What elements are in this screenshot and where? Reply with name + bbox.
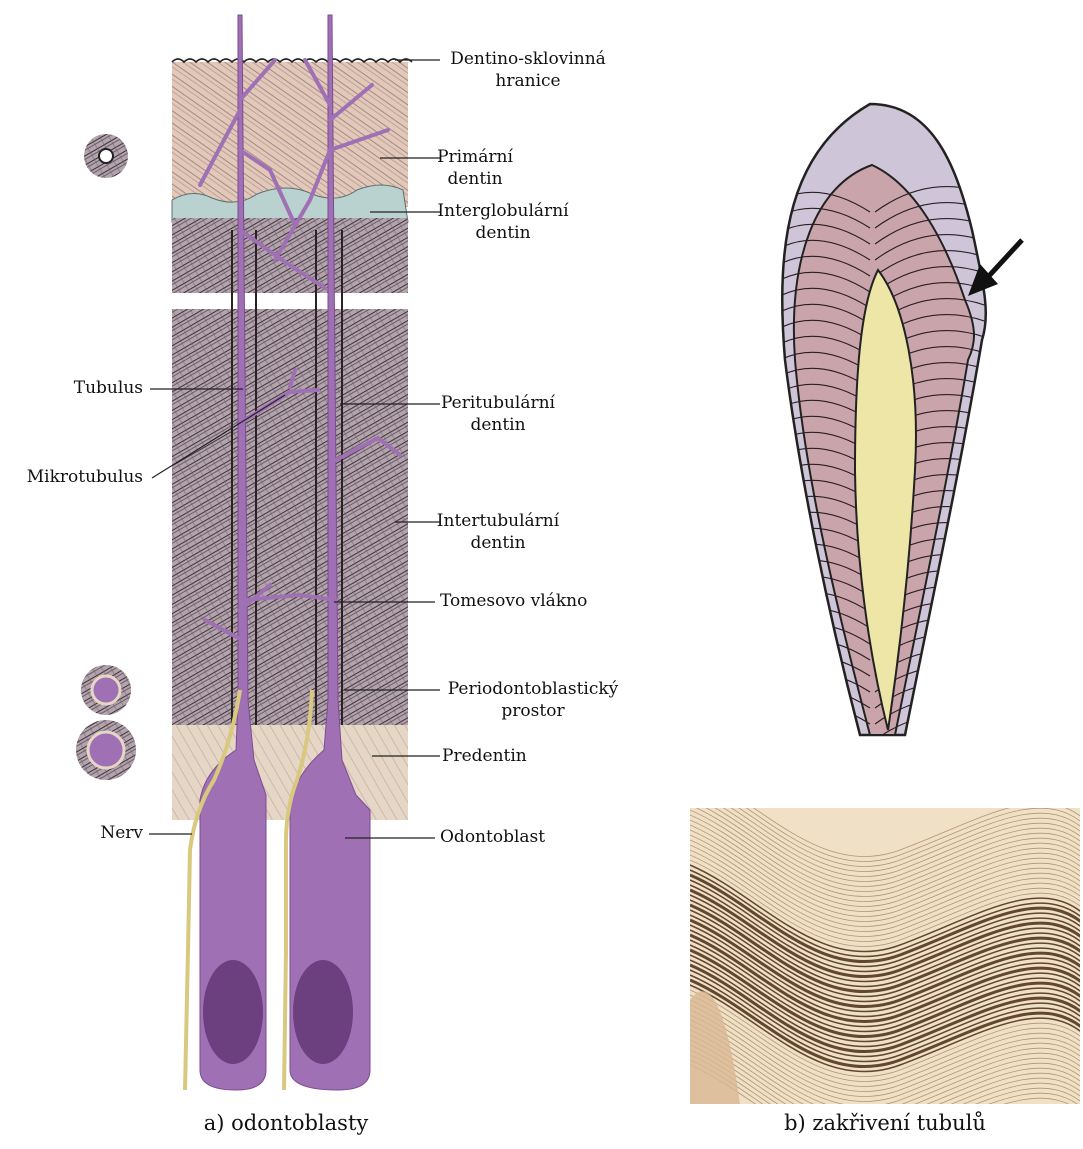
label-peritubular-dentin-2: dentin (470, 414, 525, 436)
label-primary-dentin-2: dentin (447, 168, 502, 190)
tubule-cross-sections (76, 134, 136, 780)
label-dej-2: hranice (495, 70, 560, 92)
intertubular-dentin-region (172, 309, 408, 729)
label-intertubular-dentin-2: dentin (470, 532, 525, 554)
label-periodontoblastic-space-2: prostor (501, 700, 564, 722)
caption-a: a) odontoblasty (204, 1111, 368, 1135)
label-dej: Dentino-sklovinná (450, 48, 606, 70)
label-peritubular-dentin: Peritubulární (441, 392, 555, 414)
label-microtubulus: Mikrotubulus (27, 466, 143, 488)
caption-b: b) zakřivení tubulů (784, 1111, 986, 1135)
label-primary-dentin: Primární (437, 146, 513, 168)
label-intertubular-dentin: Intertubulární (437, 510, 559, 532)
label-periodontoblastic-space: Periodontoblastický (448, 678, 619, 700)
tubule-micrograph (690, 770, 1083, 1149)
label-interglobular-dentin-2: dentin (475, 222, 530, 244)
label-interglobular-dentin: Interglobulární (437, 200, 568, 222)
nucleus-right (293, 960, 353, 1064)
label-tubulus: Tubulus (74, 377, 143, 399)
label-predentin: Predentin (442, 745, 527, 767)
label-nerve: Nerv (100, 822, 143, 844)
nucleus-left (203, 960, 263, 1064)
dentino-enamel-junction (172, 59, 412, 62)
tooth-section (780, 104, 1022, 740)
label-tomes-fiber: Tomesovo vlákno (440, 590, 587, 612)
label-odontoblast: Odontoblast (440, 826, 545, 848)
